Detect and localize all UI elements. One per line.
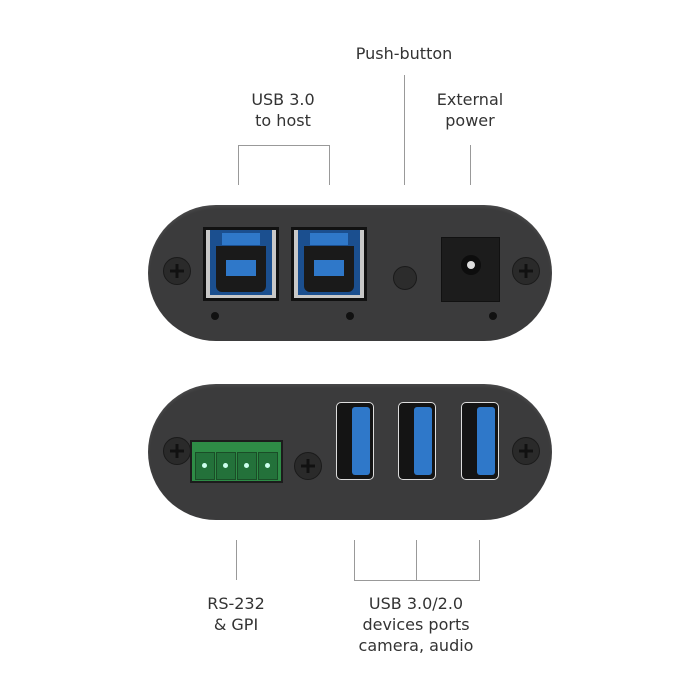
push-button-label: Push-button: [355, 44, 453, 63]
leader-line: [236, 540, 237, 580]
label-line: devices ports: [362, 615, 470, 634]
leader-line: [416, 540, 417, 580]
label-line: to host: [255, 111, 311, 130]
leader-line: [354, 580, 480, 581]
usb-a-port: [336, 402, 374, 480]
leader-line: [354, 540, 355, 580]
label-line: camera, audio: [358, 636, 474, 655]
leader-line: [404, 75, 405, 185]
screw-icon: [294, 452, 322, 480]
screw-icon: [163, 437, 191, 465]
usb-a-port: [461, 402, 499, 480]
dc-power-jack: [441, 237, 500, 302]
leader-line: [329, 145, 330, 185]
leader-line: [238, 145, 330, 146]
label-line: & GPI: [213, 615, 259, 634]
usb-b-port: [203, 227, 279, 301]
label-line: USB 3.0/2.0: [368, 594, 464, 613]
leader-line: [238, 145, 239, 185]
rs232-terminal-block: [190, 440, 283, 483]
label-line: USB 3.0: [251, 90, 315, 109]
label-line: External: [436, 90, 504, 109]
label-line: RS-232: [207, 594, 265, 613]
leader-line: [479, 540, 480, 580]
screw-icon: [512, 257, 540, 285]
hole: [489, 312, 497, 320]
external-power-label: External power: [437, 89, 503, 131]
hole: [346, 312, 354, 320]
label-line: power: [445, 111, 495, 130]
screw-icon: [163, 257, 191, 285]
usb-to-host-label: USB 3.0 to host: [251, 89, 314, 131]
screw-icon: [512, 437, 540, 465]
usb-b-port: [291, 227, 367, 301]
leader-line: [470, 145, 471, 185]
usb-a-port: [398, 402, 436, 480]
rs232-label: RS-232 & GPI: [207, 593, 265, 635]
hole: [211, 312, 219, 320]
push-button: [393, 266, 417, 290]
devices-ports-label: USB 3.0/2.0 devices ports camera, audio: [359, 593, 474, 656]
